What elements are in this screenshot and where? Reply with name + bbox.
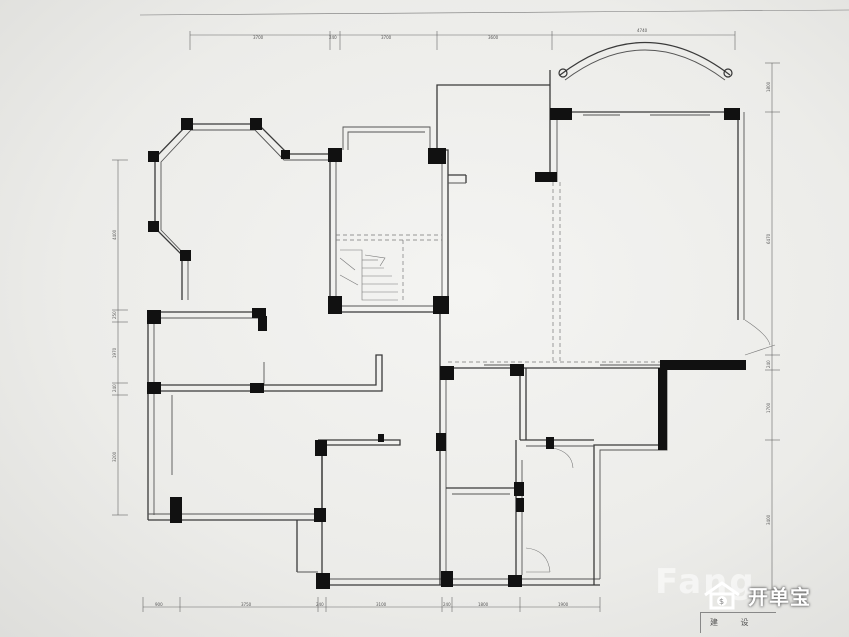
dim-left-5: 3200 [112, 451, 117, 462]
dim-right-1: 1800 [766, 81, 771, 92]
dim-right-3: 240 [766, 360, 771, 368]
dim-bottom-1: 900 [155, 602, 163, 607]
title-block [700, 612, 776, 633]
dim-top-1: 3700 [253, 35, 264, 40]
dim-left-2: 250 [112, 311, 117, 319]
dimension-labels: 3700 240 3700 3600 4740 900 3750 240 310… [112, 28, 771, 607]
dim-bottom-5: 240 [443, 602, 451, 607]
dim-top-3: 3700 [381, 35, 392, 40]
dim-right-4: 1700 [766, 402, 771, 413]
columns [147, 68, 746, 589]
staircase [339, 249, 398, 301]
title-block-text: 建 设 [710, 618, 759, 627]
dim-left-3: 1970 [112, 347, 117, 358]
dim-left-1: 4400 [112, 229, 117, 240]
dashed-lines [336, 182, 660, 363]
dim-bottom-3: 240 [316, 602, 324, 607]
house-dollar-icon: $ [702, 580, 742, 610]
dim-bottom-4: 3100 [376, 602, 387, 607]
dim-left-4: 240 [112, 384, 117, 392]
dim-right-5: 3400 [766, 514, 771, 525]
brand-badge: $ 开单宝 [702, 577, 811, 613]
dim-top-5: 4740 [637, 28, 648, 33]
dim-bottom-6: 1800 [478, 602, 489, 607]
dim-right-2: 6470 [766, 233, 771, 244]
dim-bottom-2: 3750 [241, 602, 252, 607]
dim-top-2: 240 [329, 35, 337, 40]
brand-name: 开单宝 [748, 584, 811, 609]
svg-text:$: $ [719, 597, 724, 606]
dim-bottom-7: 1900 [558, 602, 569, 607]
walls [147, 41, 776, 586]
dim-top-4: 3600 [488, 35, 499, 40]
dimension-lines [112, 9, 849, 612]
